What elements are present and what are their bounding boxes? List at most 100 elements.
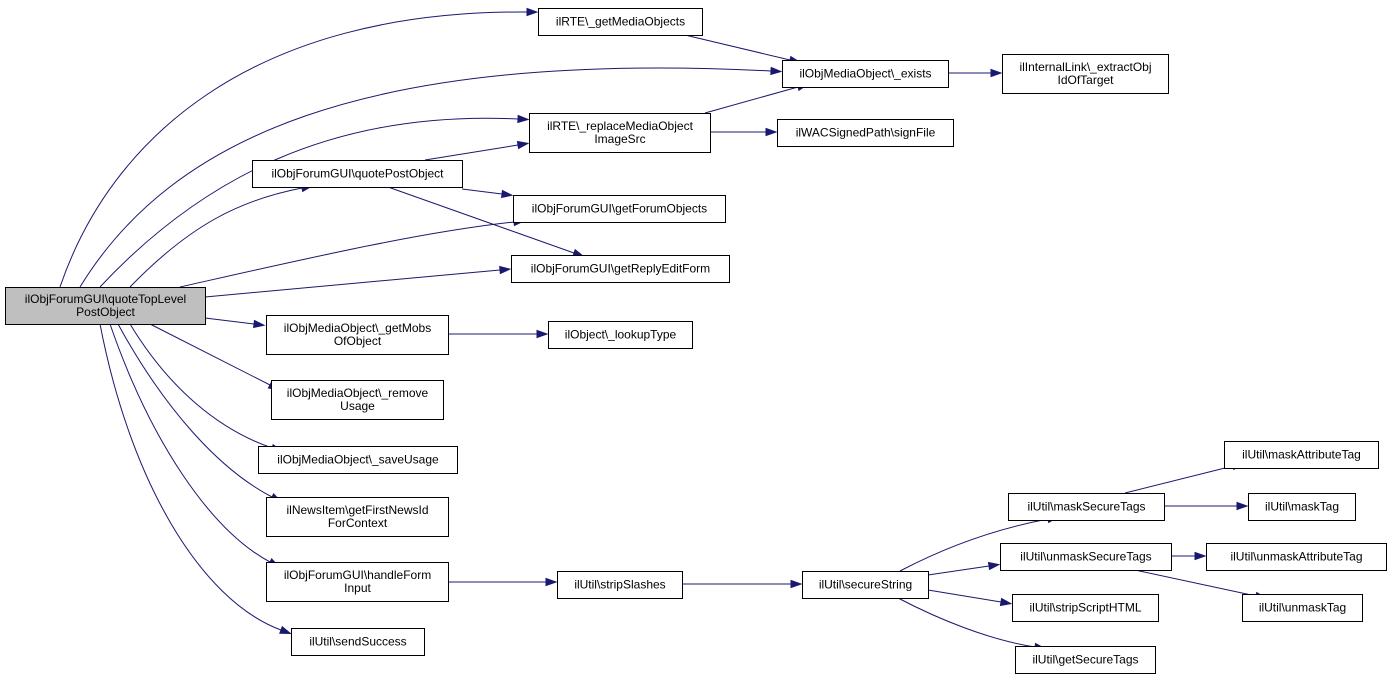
edge-line xyxy=(149,323,271,386)
node-label: ForContext xyxy=(328,516,388,530)
arrowhead-icon xyxy=(990,68,1003,78)
arrowhead-icon xyxy=(500,189,514,199)
node-maskattributetag[interactable]: ilUtil\maskAttributeTag xyxy=(1224,441,1379,469)
node-unmasktag[interactable]: ilUtil\unmaskTag xyxy=(1242,594,1363,622)
node-stripscripthtml[interactable]: ilUtil\stripScriptHTML xyxy=(1012,594,1159,622)
edge-line xyxy=(117,323,273,498)
node-label: ilUtil\secureString xyxy=(819,578,912,592)
node-box[interactable] xyxy=(548,321,693,349)
node-label: ilObjMediaObject\_exists xyxy=(799,67,931,81)
node-getsecuretags[interactable]: ilUtil\getSecureTags xyxy=(1015,646,1156,674)
node-box[interactable] xyxy=(557,571,683,599)
node-box[interactable] xyxy=(266,562,449,602)
node-box[interactable] xyxy=(266,315,449,355)
arrowhead-icon xyxy=(536,329,549,339)
node-label: ilUtil\maskSecureTags xyxy=(1027,500,1145,514)
node-box[interactable] xyxy=(271,380,444,420)
root-node-box[interactable] xyxy=(5,287,206,325)
node-label: PostObject xyxy=(76,305,135,319)
node-label: ilUtil\maskTag xyxy=(1265,500,1339,514)
node-masktag[interactable]: ilUtil\maskTag xyxy=(1248,493,1356,521)
node-box[interactable] xyxy=(266,497,449,537)
node-box[interactable] xyxy=(1000,543,1172,571)
node-lookuptype[interactable]: ilObject\_lookupType xyxy=(548,321,693,349)
node-unmasksecuretags[interactable]: ilUtil\unmaskSecureTags xyxy=(1000,543,1172,571)
node-mob_saveusage[interactable]: ilObjMediaObject\_saveUsage xyxy=(258,446,458,474)
edge-line xyxy=(204,269,501,298)
node-label: ilInternalLink\_extractObj xyxy=(1019,60,1151,74)
node-label: Input xyxy=(344,581,371,595)
node-stripslashes[interactable]: ilUtil\stripSlashes xyxy=(557,571,683,599)
node-unmaskattributetag[interactable]: ilUtil\unmaskAttributeTag xyxy=(1206,543,1387,571)
edge-unmasksecuretags-to-unmaskattributetag xyxy=(1171,551,1207,561)
node-label: ilObject\_lookupType xyxy=(565,328,677,342)
edge-stripslashes-to-securestring xyxy=(682,579,803,589)
edge-rte_replace-to-mob_exists xyxy=(704,83,810,114)
edge-root-to-handleform xyxy=(109,323,281,568)
node-securestring[interactable]: ilUtil\secureString xyxy=(802,571,929,599)
node-quotepost[interactable]: ilObjForumGUI\quotePostObject xyxy=(252,160,463,188)
edge-line xyxy=(387,186,575,254)
node-box[interactable] xyxy=(538,8,703,36)
node-rte_getmedia[interactable]: ilRTE\_getMediaObjects xyxy=(538,8,703,36)
edge-root-to-rte_replace xyxy=(99,114,530,288)
arrowhead-icon xyxy=(765,127,778,137)
edge-line xyxy=(129,187,303,288)
arrowhead-icon xyxy=(999,597,1013,607)
arrowhead-icon xyxy=(1236,501,1249,511)
node-box[interactable] xyxy=(529,113,711,153)
node-box[interactable] xyxy=(782,60,949,88)
edge-line xyxy=(179,221,515,288)
node-label: ImageSrc xyxy=(594,132,645,146)
edge-root-to-mob_removeusage xyxy=(149,323,281,391)
arrowhead-icon xyxy=(517,114,530,124)
node-sendsuccess[interactable]: ilUtil\sendSuccess xyxy=(291,628,425,656)
node-box[interactable] xyxy=(1206,543,1387,571)
node-getforumobjects[interactable]: ilObjForumGUI\getForumObjects xyxy=(513,195,726,223)
node-box[interactable] xyxy=(291,628,425,656)
node-label: ilWACSignedPath\signFile xyxy=(796,126,936,140)
arrowhead-icon xyxy=(1194,551,1207,561)
node-label: IdOfTarget xyxy=(1057,73,1114,87)
edge-line xyxy=(1134,569,1257,597)
node-label: ilUtil\stripScriptHTML xyxy=(1029,601,1141,615)
node-box[interactable] xyxy=(258,446,458,474)
edge-root-to-quotepost xyxy=(129,183,314,288)
node-box[interactable] xyxy=(1002,54,1169,94)
node-box[interactable] xyxy=(802,571,929,599)
node-box[interactable] xyxy=(1224,441,1379,469)
node-mob_exists[interactable]: ilObjMediaObject\_exists xyxy=(782,60,949,88)
node-label: ilUtil\sendSuccess xyxy=(309,635,406,649)
node-label: ilObjForumGUI\quotePostObject xyxy=(271,167,444,181)
node-box[interactable] xyxy=(252,160,463,188)
node-box[interactable] xyxy=(1015,646,1156,674)
node-box[interactable] xyxy=(1008,493,1165,521)
edge-mob_getmobs-to-lookuptype xyxy=(448,329,549,339)
arrowhead-icon xyxy=(252,319,266,329)
node-box[interactable] xyxy=(513,195,726,223)
arrowhead-icon xyxy=(987,561,1001,571)
node-label: ilObjForumGUI\getForumObjects xyxy=(532,202,707,216)
edge-masksecuretags-to-masktag xyxy=(1164,501,1249,511)
node-box[interactable] xyxy=(1248,493,1356,521)
node-box[interactable] xyxy=(1242,594,1363,622)
edge-line xyxy=(927,589,1002,603)
node-box[interactable] xyxy=(511,255,730,283)
node-box[interactable] xyxy=(777,119,954,147)
edge-rte_getmedia-to-mob_exists xyxy=(684,34,802,64)
node-getreplyeditform[interactable]: ilObjForumGUI\getReplyEditForm xyxy=(511,255,730,283)
node-box[interactable] xyxy=(1012,594,1159,622)
edge-line xyxy=(927,565,990,576)
node-wac_sign[interactable]: ilWACSignedPath\signFile xyxy=(777,119,954,147)
node-masksecuretags[interactable]: ilUtil\maskSecureTags xyxy=(1008,493,1165,521)
edge-line xyxy=(99,323,282,631)
node-label: ilObjForumGUI\getReplyEditForm xyxy=(531,262,710,276)
